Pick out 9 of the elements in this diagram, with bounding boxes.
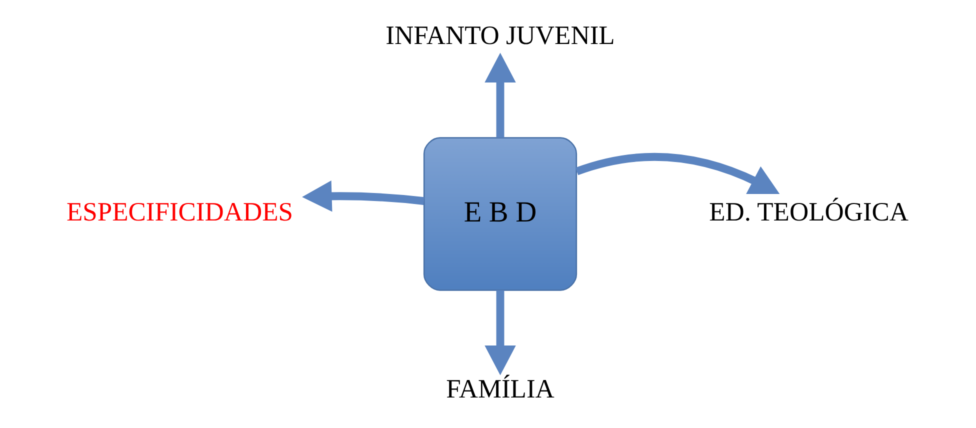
node-text: ED. TEOLÓGICA <box>709 196 909 227</box>
node-text: ESPECIFICIDADES <box>66 196 293 227</box>
arrow <box>576 152 780 194</box>
node-text: FAMÍLIA <box>446 373 554 404</box>
arrow <box>484 52 516 138</box>
arrow <box>484 290 516 376</box>
node-text: INFANTO JUVENIL <box>386 20 615 50</box>
arrow <box>302 180 424 212</box>
node-box: E B D <box>423 137 578 291</box>
